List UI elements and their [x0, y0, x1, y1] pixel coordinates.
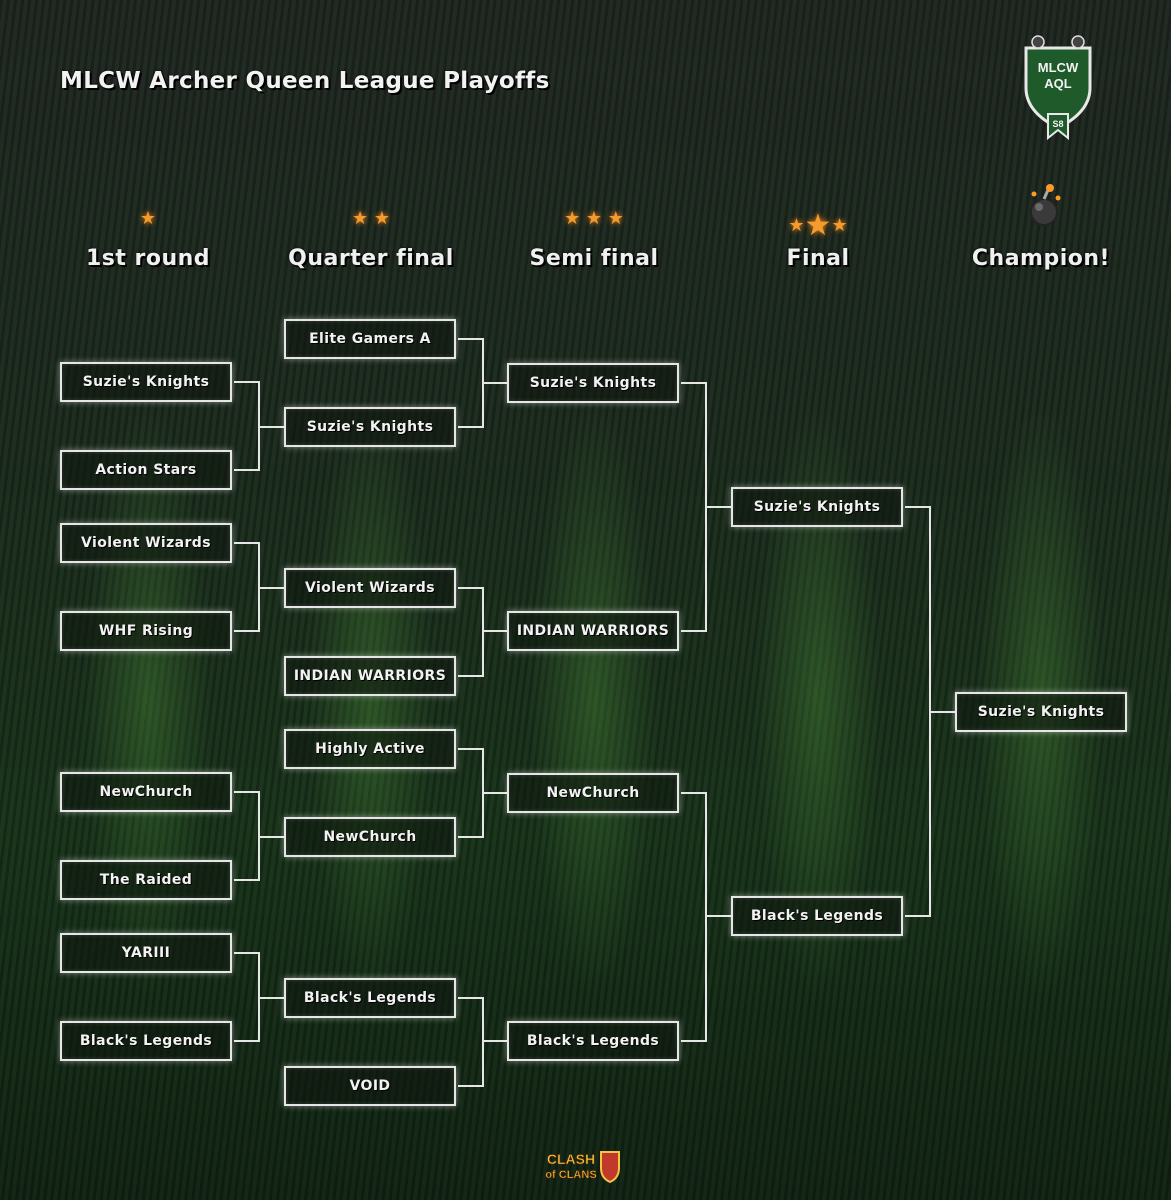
team-box-r1-6: The Raided [60, 860, 232, 900]
svg-text:CLASH: CLASH [547, 1151, 595, 1167]
team-box-qf-8: VOID [284, 1066, 456, 1106]
team-box-r1-3: Violent Wizards [60, 523, 232, 563]
badge-ribbon [1047, 113, 1069, 140]
stars-round-4: ★★★ [788, 208, 848, 243]
badge-bomb-left [1031, 35, 1045, 49]
bomb-icon [1030, 184, 1061, 226]
team-box-r1-7: YARIII [60, 933, 232, 973]
team-box-r1-1: Suzie's Knights [60, 362, 232, 402]
team-box-qf-7: Black's Legends [284, 978, 456, 1018]
round-label-champion: Champion! [971, 246, 1111, 271]
round-label-final: Final [786, 246, 850, 271]
team-box-qf-2: Suzie's Knights [284, 407, 456, 447]
stars-round-2: ★ ★ [352, 208, 390, 229]
team-box-sf-3: NewChurch [507, 773, 679, 813]
team-box-champion: Suzie's Knights [955, 692, 1127, 732]
round-label-quarter-final: Quarter final [288, 246, 454, 271]
team-box-sf-4: Black's Legends [507, 1021, 679, 1061]
team-box-final-2: Black's Legends [731, 896, 903, 936]
team-box-final-1: Suzie's Knights [731, 487, 903, 527]
team-box-qf-4: INDIAN WARRIORS [284, 656, 456, 696]
team-box-qf-3: Violent Wizards [284, 568, 456, 608]
team-box-sf-1: Suzie's Knights [507, 363, 679, 403]
team-box-qf-5: Highly Active [284, 729, 456, 769]
team-box-qf-6: NewChurch [284, 817, 456, 857]
team-box-r1-4: WHF Rising [60, 611, 232, 651]
round-label-semi-final: Semi final [529, 246, 659, 271]
league-badge: MLCW AQL S8 [1024, 35, 1092, 140]
svg-text:of CLANS: of CLANS [545, 1169, 596, 1181]
badge-line2: AQL [1044, 76, 1072, 91]
clash-of-clans-logo: CLASH of CLANS [545, 1151, 620, 1184]
stars-round-1: ★ [139, 208, 157, 229]
team-box-sf-2: INDIAN WARRIORS [507, 611, 679, 651]
team-box-r1-8: Black's Legends [60, 1021, 232, 1061]
team-box-qf-1: Elite Gamers A [284, 319, 456, 359]
page-title: MLCW Archer Queen League Playoffs [60, 68, 550, 94]
badge-season: S8 [1052, 119, 1063, 129]
stars-round-3: ★ ★ ★ [564, 208, 624, 229]
team-box-r1-5: NewChurch [60, 772, 232, 812]
badge-bomb-right [1071, 35, 1085, 49]
team-box-r1-2: Action Stars [60, 450, 232, 490]
badge-line1: MLCW [1038, 60, 1079, 75]
round-label-1st-round: 1st round [85, 246, 211, 271]
